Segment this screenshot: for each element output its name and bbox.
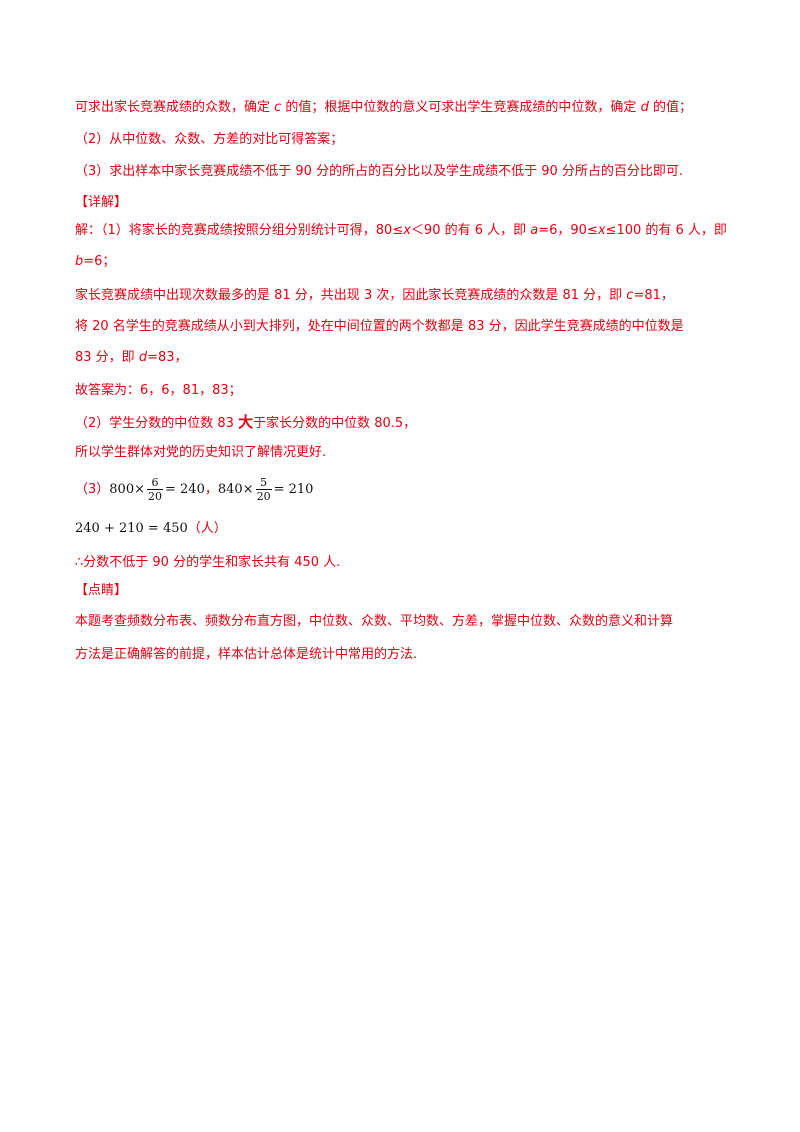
section-heading-detail: 【详解】 xyxy=(75,195,128,210)
paragraph-line-10: 故答案为：6，6，81，83； xyxy=(75,383,242,398)
fraction-numerator: 5 xyxy=(255,476,272,490)
math-expression: = 240 xyxy=(165,482,205,497)
paragraph-line-11: （2）学生分数的中位数 83 大于家长分数的中位数 80.5， xyxy=(75,412,416,434)
text-segment: =83， xyxy=(147,350,188,365)
paragraph-line-12: 所以学生群体对党的历史知识了解情况更好. xyxy=(75,445,327,460)
paragraph-line-8: 将 20 名学生的竞赛成绩从小到大排列，处在中间位置的两个数都是 83 分，因此… xyxy=(75,319,684,334)
paragraph-line-9: 83 分，即 d=83， xyxy=(75,348,188,368)
paragraph-line-15: ∴分数不低于 90 分的学生和家长共有 450 人. xyxy=(75,555,341,570)
text-segment: 的值；根据中位数的意义可求出学生竞赛成绩的中位数，确定 xyxy=(281,100,641,115)
emphasis-character: 大 xyxy=(238,413,254,431)
text-segment: ≤100 的有 6 人，即 xyxy=(605,223,727,238)
unit-label: （人） xyxy=(187,521,227,536)
item-label: （3） xyxy=(75,482,110,497)
paragraph-line-18: 方法是正确解答的前提，样本估计总体是统计中常用的方法. xyxy=(75,647,418,662)
text-segment: 的值； xyxy=(648,100,692,115)
fraction-numerator: 6 xyxy=(147,476,163,490)
math-expression: 840× xyxy=(217,482,254,497)
section-heading-summary: 【点睛】 xyxy=(75,583,128,598)
text-segment: （2）学生分数的中位数 83 xyxy=(75,416,239,431)
variable-b: b xyxy=(75,254,84,269)
variable-x: x xyxy=(597,223,606,238)
text-segment: =6； xyxy=(83,254,116,269)
text-segment: =6，90≤ xyxy=(538,223,598,238)
math-expression: 800× xyxy=(109,482,145,497)
paragraph-line-17: 本题考查频数分布表、频数分布直方图，中位数、众数、平均数、方差，掌握中位数、众数… xyxy=(75,614,674,629)
text-segment: 可求出家长竞赛成绩的众数，确定 xyxy=(75,100,275,115)
fraction-denominator: 20 xyxy=(148,490,162,503)
paragraph-line-2: （2）从中位数、众数、方差的对比可得答案； xyxy=(75,132,344,147)
text-segment: 83 分，即 xyxy=(75,350,139,365)
fraction-denominator: 20 xyxy=(256,490,271,503)
paragraph-line-5: 解：（1）将家长的竞赛成绩按照分组分别统计可得，80≤x＜90 的有 6 人，即… xyxy=(75,221,727,241)
paragraph-line-3: （3）求出样本中家长竞赛成绩不低于 90 分的所占的百分比以及学生成绩不低于 9… xyxy=(75,164,684,179)
variable-d: d xyxy=(640,100,649,115)
text-segment: =81， xyxy=(633,288,674,303)
paragraph-line-1: 可求出家长竞赛成绩的众数，确定 c 的值；根据中位数的意义可求出学生竞赛成绩的中… xyxy=(75,98,692,118)
formula-line-14: 240 + 210 = 450（人） xyxy=(75,519,227,539)
variable-c: c xyxy=(274,100,282,115)
text-segment: 解：（1）将家长的竞赛成绩按照分组分别统计可得，80≤ xyxy=(75,223,404,238)
separator: ， xyxy=(204,482,218,497)
math-expression: 240 + 210 = 450 xyxy=(75,521,188,536)
text-segment: 于家长分数的中位数 80.5， xyxy=(253,416,417,431)
variable-d: d xyxy=(138,350,148,365)
variable-x: x xyxy=(403,223,411,238)
paragraph-line-7: 家长竞赛成绩中出现次数最多的是 81 分，共出现 3 次，因此家长竞赛成绩的众数… xyxy=(75,286,674,306)
text-segment: 家长竞赛成绩中出现次数最多的是 81 分，共出现 3 次，因此家长竞赛成绩的众数… xyxy=(75,288,627,303)
text-segment: ＜90 的有 6 人，即 xyxy=(410,223,531,238)
paragraph-line-6: b=6； xyxy=(75,252,115,272)
variable-a: a xyxy=(530,223,539,238)
math-expression: = 210 xyxy=(273,482,314,497)
variable-c: c xyxy=(626,288,634,303)
